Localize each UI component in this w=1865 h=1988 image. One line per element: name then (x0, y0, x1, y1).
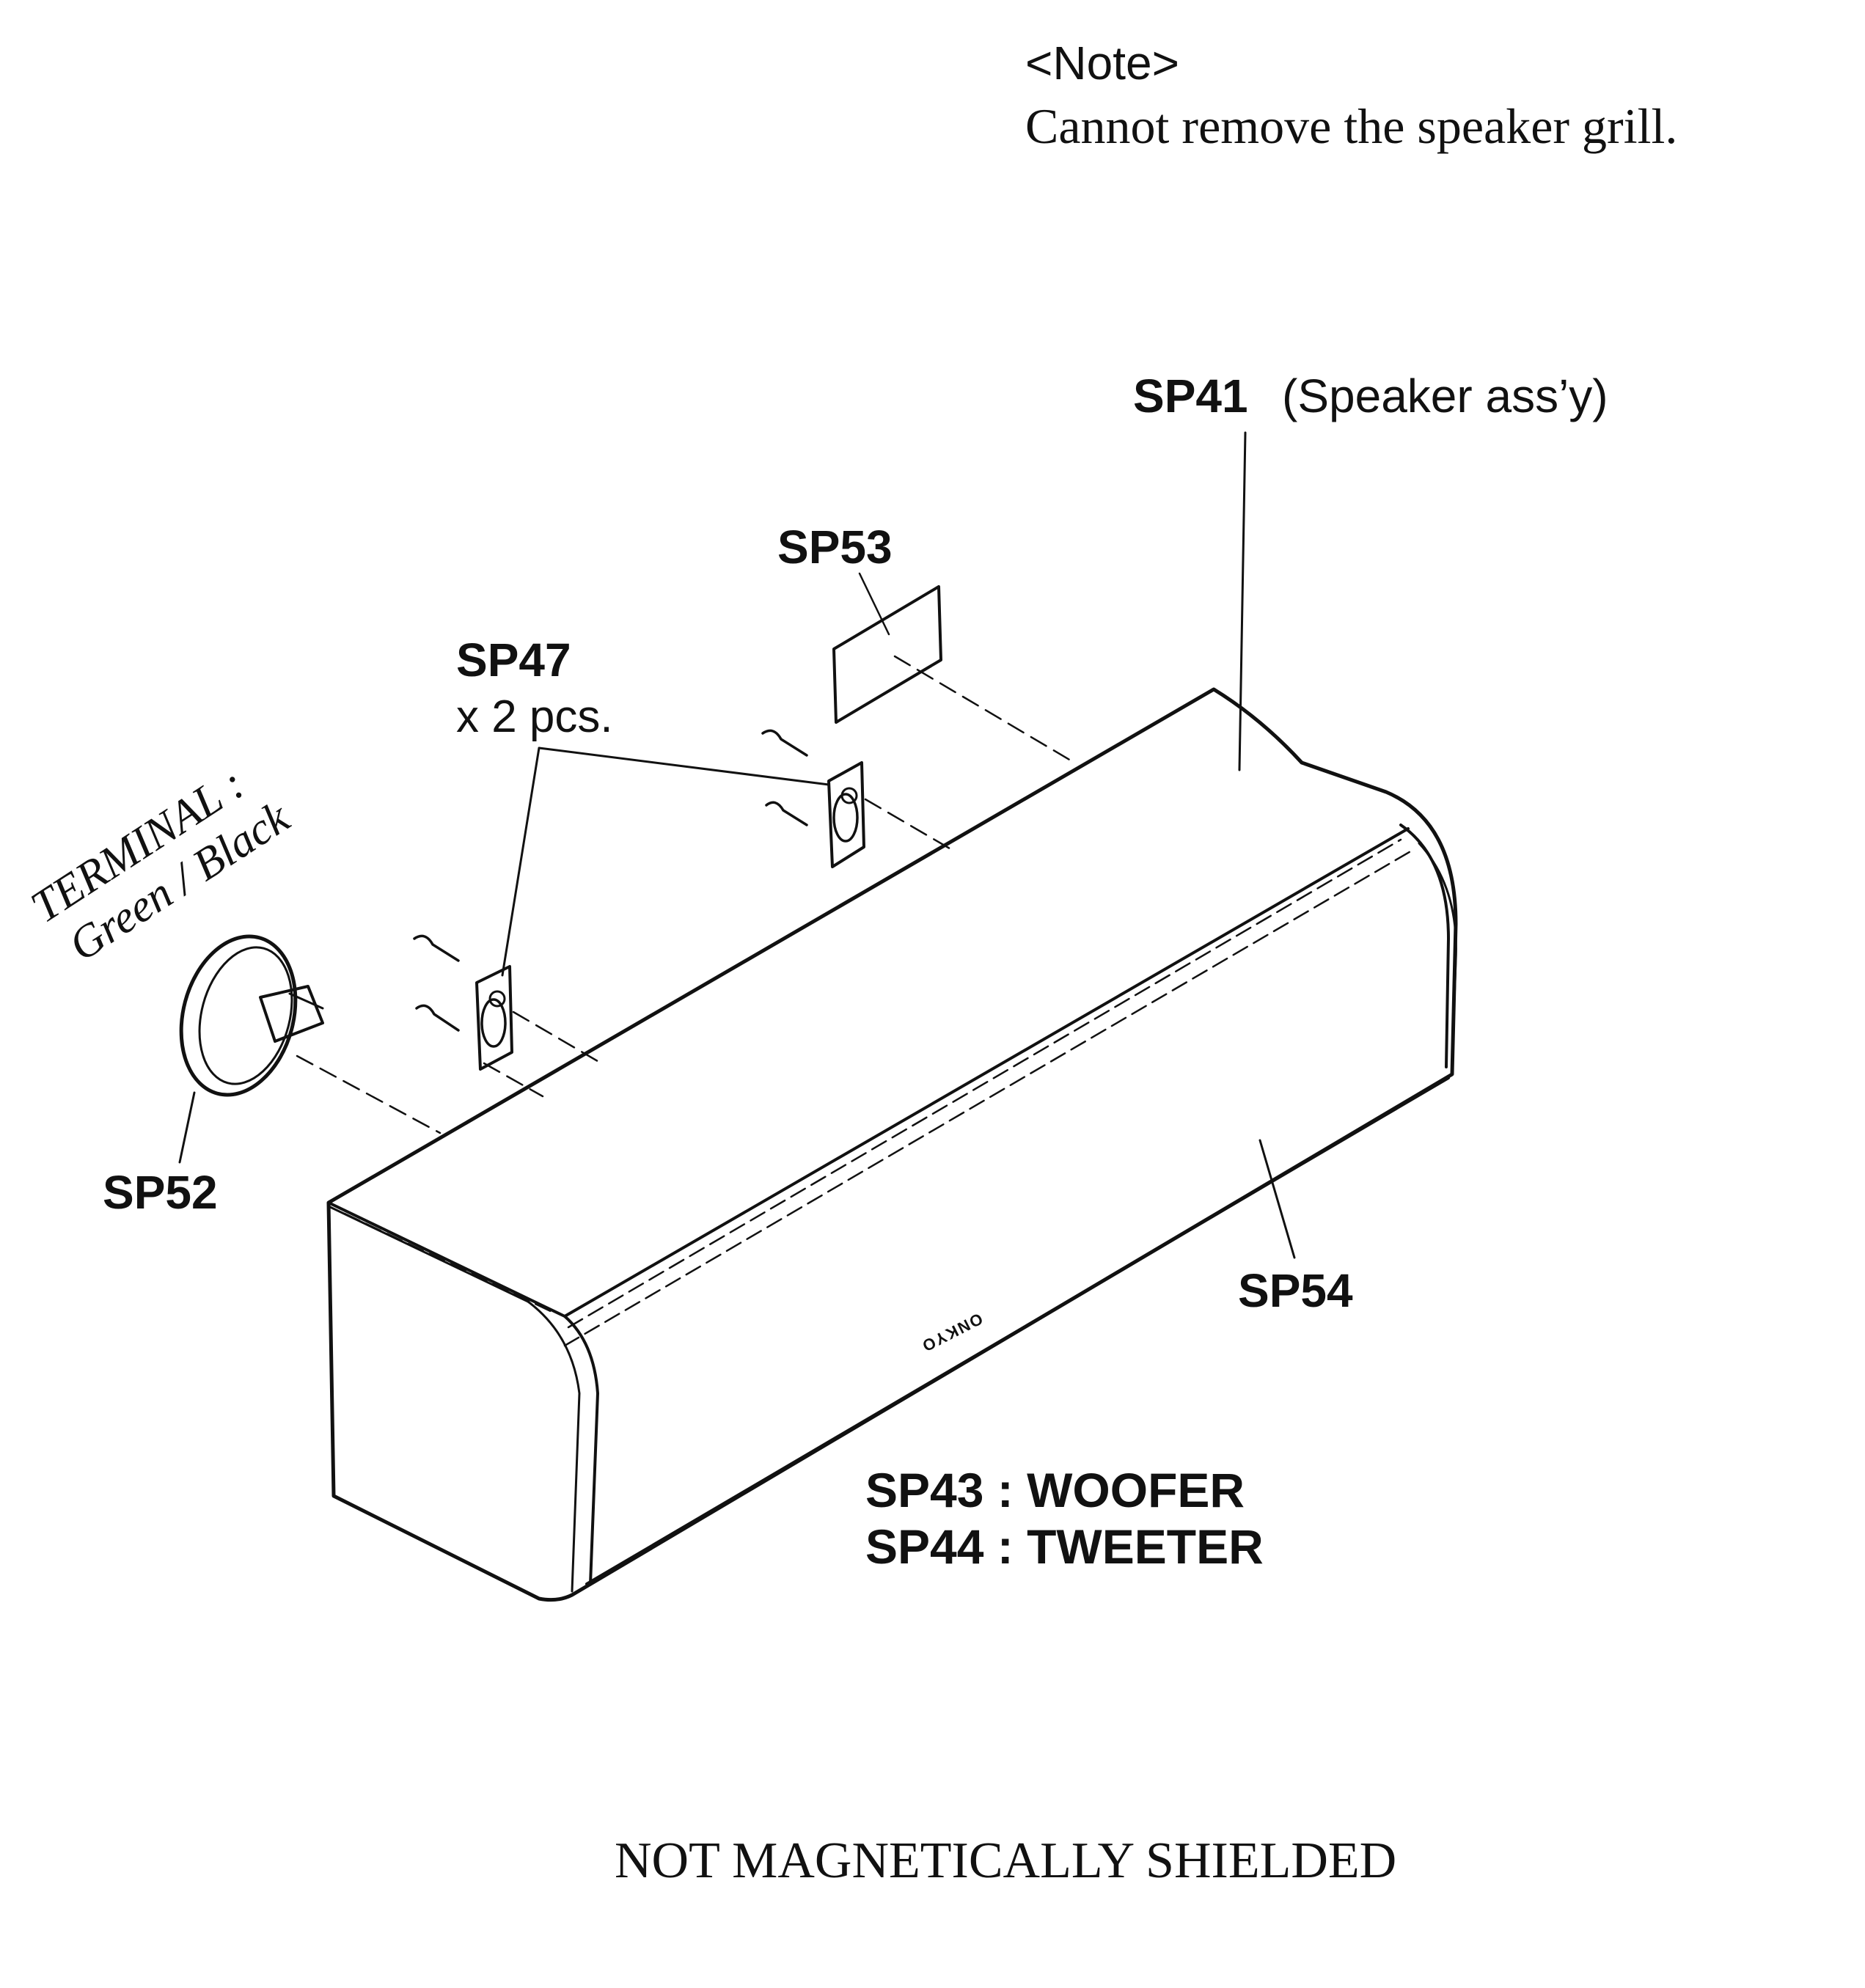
speaker-cabinet (326, 687, 1458, 1602)
sp47-qty-label: x 2 pcs. (456, 692, 613, 742)
note-heading: <Note> (1025, 37, 1179, 89)
sp41-leader-line (1238, 431, 1247, 771)
sp54-label: SP54 (1238, 1264, 1353, 1317)
terminal-label-group: TERMINAL : Green / Black (23, 758, 299, 971)
sp52-terminal (178, 934, 441, 1164)
sp44-label: SP44 : TWEETER (865, 1519, 1264, 1574)
sp47-bracket-lower (413, 934, 603, 1098)
brand-logo: ONKYO (918, 1310, 986, 1356)
sp53-label-plate (832, 572, 1076, 764)
sp52-label: SP52 (103, 1166, 218, 1219)
sp41-code-label: SP41 (1133, 370, 1248, 422)
sp47-leader-lines (501, 747, 830, 977)
sp43-label: SP43 : WOOFER (865, 1463, 1245, 1517)
sp47-bracket-upper (761, 729, 955, 868)
note-text: Cannot remove the speaker grill. (1025, 98, 1677, 154)
sp41-desc-label: (Speaker ass’y) (1282, 370, 1608, 422)
footer-note: NOT MAGNETICALLY SHIELDED (615, 1833, 1396, 1889)
sp54-leader-line (1258, 1139, 1296, 1259)
sp47-code-label: SP47 (456, 634, 571, 686)
sp53-label: SP53 (777, 521, 893, 573)
